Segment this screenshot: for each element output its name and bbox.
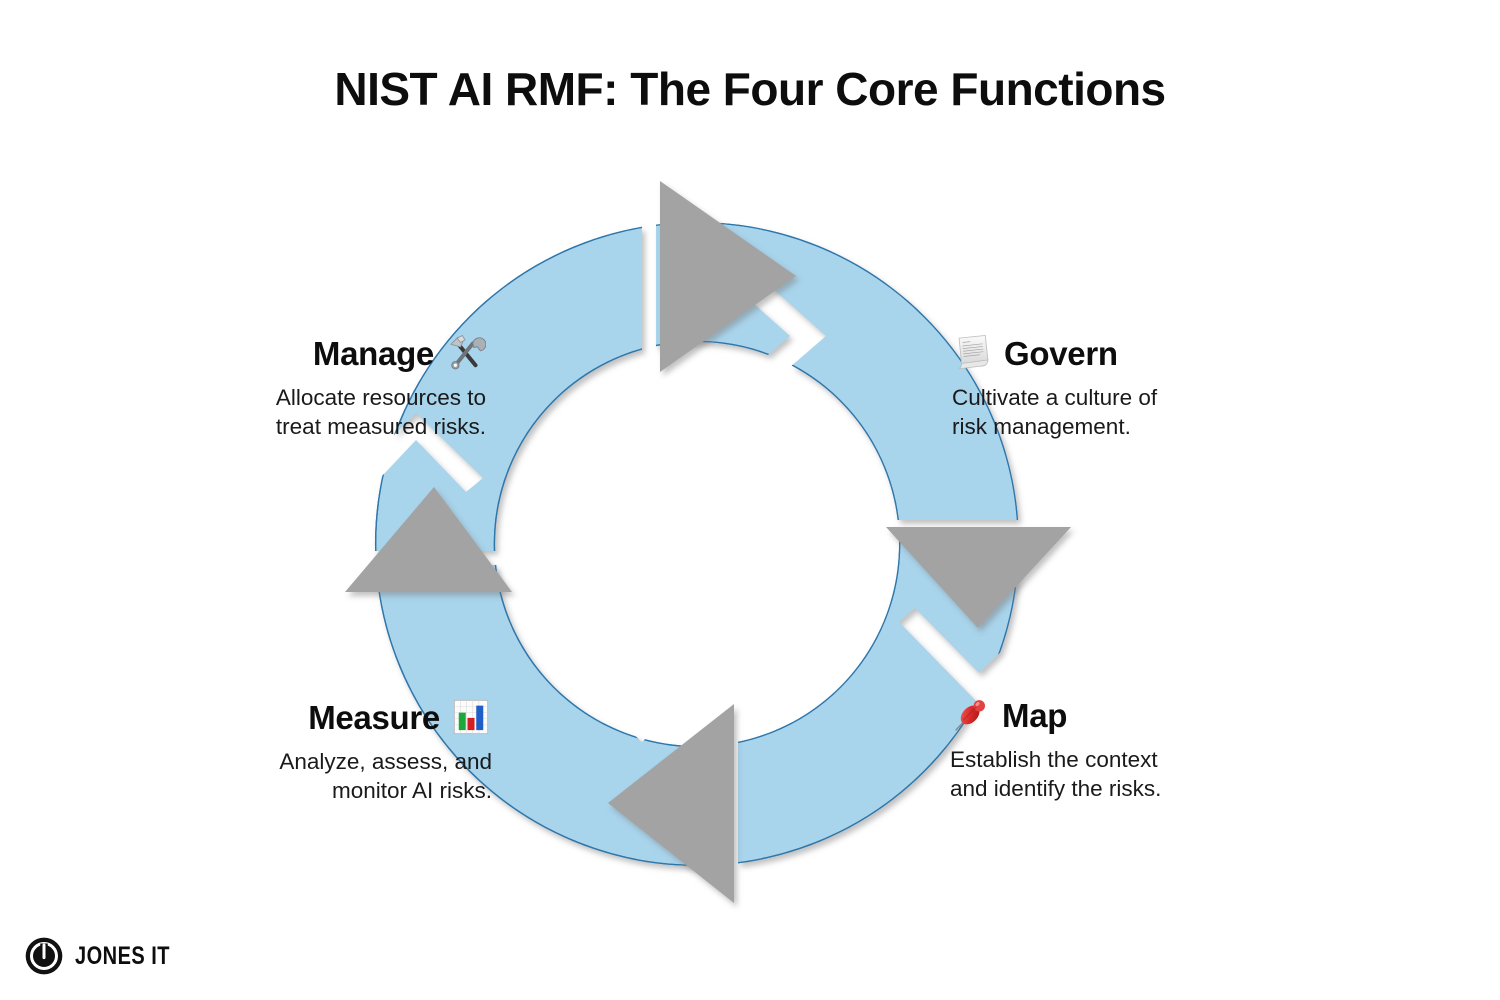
step-map-description: Establish the context and identify the r… [950, 747, 1162, 802]
step-govern-title: Govern [1004, 334, 1118, 372]
step-measure-title: Measure [308, 698, 440, 736]
step-manage-title: Manage [312, 334, 434, 372]
brand-logo: JONES IT [24, 936, 194, 976]
step-manage: Manage Allocate resources to treat measu… [186, 332, 486, 442]
step-map-title: Map [1002, 696, 1068, 734]
bar-chart-icon [453, 699, 489, 735]
arrow-right-down [886, 527, 1071, 628]
step-measure: Measure Analyze, assess, and monitor AI … [192, 696, 492, 806]
step-manage-description: Allocate resources to treat measured ris… [275, 385, 486, 440]
arrow-top-right [660, 181, 796, 372]
arrow-left-up [345, 487, 512, 592]
step-govern-description: Cultivate a culture of risk management. [952, 385, 1158, 440]
pushpin-icon [955, 700, 985, 731]
step-map-heading: Map [950, 694, 1250, 736]
step-map: Map Establish the context and identify t… [950, 694, 1250, 804]
step-manage-heading: Manage [186, 332, 486, 374]
step-govern-heading: Govern [952, 332, 1252, 374]
brand-name: JONES IT [75, 941, 170, 970]
power-button-icon [25, 937, 63, 975]
step-govern: Govern Cultivate a culture of risk manag… [952, 332, 1252, 442]
arrow-bottom-left [608, 704, 734, 903]
step-measure-heading: Measure [192, 696, 492, 738]
document-page-icon [958, 335, 989, 370]
step-measure-description: Analyze, assess, and monitor AI risks. [279, 749, 492, 804]
hammer-and-wrench-icon [450, 334, 486, 370]
page-title: NIST AI RMF: The Four Core Functions [334, 63, 1166, 115]
